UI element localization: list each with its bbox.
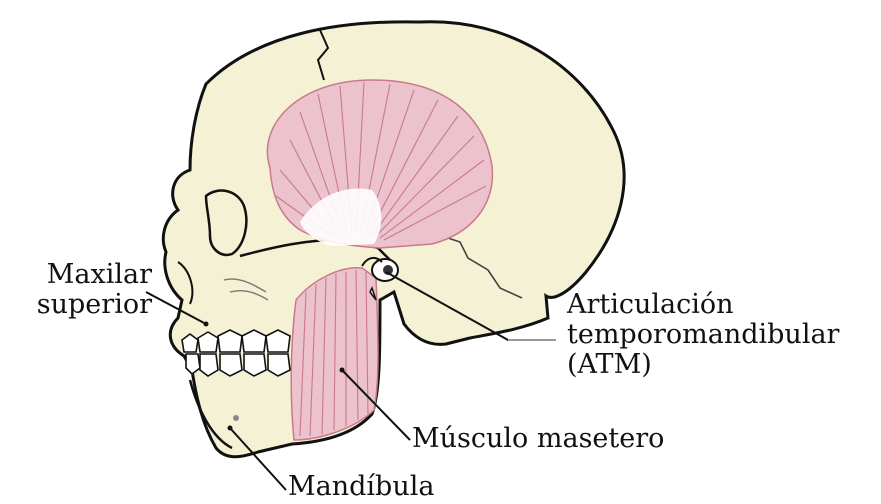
dot-mandibula [228,426,233,431]
label-maxilar-line1: Maxilar [14,260,152,290]
label-atm: Articulación temporomandibular (ATM) [567,290,839,380]
label-musculo-masetero: Músculo masetero [412,424,664,454]
mental-foramen [233,415,239,421]
label-mandibula: Mandíbula [288,472,434,502]
label-maxilar-superior: Maxilar superior [14,260,152,320]
label-maxilar-line2: superior [14,290,152,320]
label-atm-line2: temporomandibular [567,320,839,350]
eye-orbit [206,191,246,255]
label-atm-line1: Articulación [567,290,839,320]
label-atm-line3: (ATM) [567,350,839,380]
dot-maxilar [204,322,209,327]
dot-masetero [340,368,345,373]
